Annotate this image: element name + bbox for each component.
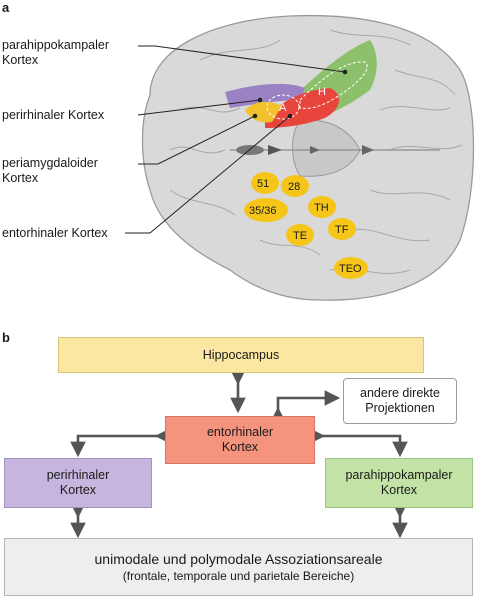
association-subtitle: (frontale, temporale und parietale Berei… [122,569,355,583]
label-entorhinal-cortex: entorhinaler Kortex [2,226,108,240]
svg-text:28: 28 [288,181,300,193]
area-51 [251,172,279,194]
svg-text:TE: TE [293,230,307,242]
cortical-areas: 51 28 35/36 TH TF TE TEO [244,172,368,279]
area-35-36 [244,198,288,222]
brain-illustration: A H 51 28 35/36 TH TF TE TEO [125,14,475,301]
panel-b-letter: b [2,330,10,345]
entorhinal-region [265,88,340,128]
parahippocampal-cortex-box: parahippokampaler Kortex [325,458,473,508]
area-TE [286,224,314,246]
svg-text:TF: TF [335,224,349,236]
other-projections-box: andere direkte Projektionen [343,378,457,424]
label-periamygdaloid-cortex: periamygdaloider Kortex [2,156,98,185]
svg-text:TEO: TEO [339,263,362,275]
area-28 [281,175,309,197]
gyri-lines [169,29,463,274]
label-perirhinal-cortex: perirhinaler Kortex [2,108,105,122]
area-TEO [334,257,368,279]
leader-lines [125,45,348,234]
hippocampus-letter: H [318,86,326,98]
hippocampus-box: Hippocampus [58,337,424,373]
association-areas-box: unimodale und polymodale Assoziationsare… [4,538,473,596]
svg-text:35/36: 35/36 [249,205,277,217]
amygdala-letter: A [279,102,287,114]
svg-text:51: 51 [257,178,269,190]
label-parahippocampal-cortex: parahippokampaler Kortex [2,38,110,67]
svg-text:TH: TH [314,202,329,214]
panel-a-letter: a [2,0,10,15]
area-TF [328,218,356,240]
entorhinal-cortex-box: entorhinaler Kortex [165,416,315,464]
association-title: unimodale und polymodale Assoziationsare… [94,551,383,567]
perirhinal-cortex-box: perirhinaler Kortex [4,458,152,508]
area-TH [308,196,336,218]
